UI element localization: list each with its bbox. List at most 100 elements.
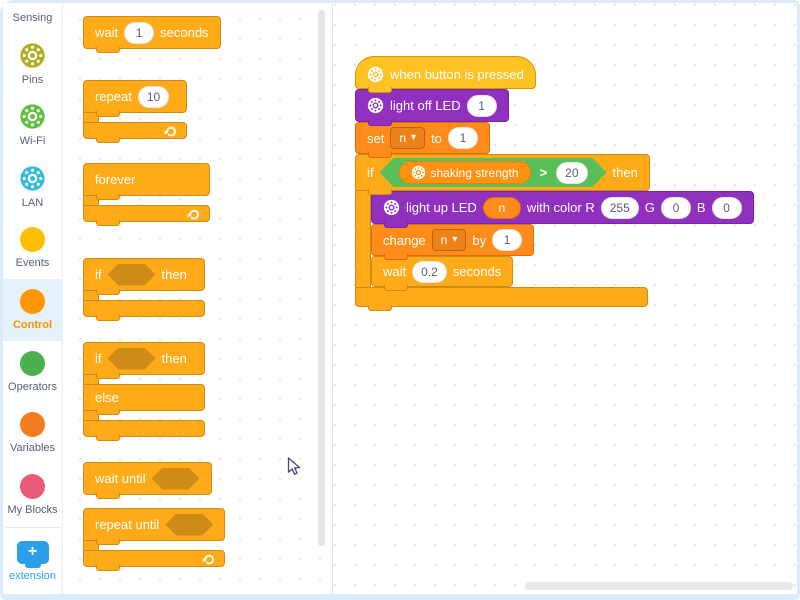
block-text: wait until bbox=[95, 471, 146, 486]
loop-arrow-icon bbox=[202, 552, 215, 565]
category-label: Pins bbox=[21, 73, 44, 86]
block-text: when button is pressed bbox=[390, 67, 524, 82]
block-text: else bbox=[95, 390, 119, 405]
block-text: repeat until bbox=[95, 517, 160, 532]
canvas-horizontal-scrollbar[interactable] bbox=[525, 582, 793, 590]
number-input[interactable]: 1 bbox=[492, 229, 523, 251]
set-variable-block[interactable]: set n to 1 bbox=[355, 122, 490, 158]
palette-block-forever[interactable]: forever bbox=[83, 163, 210, 226]
if-block-header[interactable]: if shaking strength > 20 then bbox=[355, 154, 650, 195]
extension-label: extension bbox=[8, 569, 57, 582]
number-input[interactable]: 255 bbox=[600, 196, 639, 219]
block-text: with color R bbox=[526, 200, 595, 215]
loop-arrow-icon bbox=[164, 124, 177, 137]
sidebar-item-variables[interactable]: Variables bbox=[3, 402, 63, 464]
boolean-input-slot[interactable] bbox=[152, 468, 200, 490]
change-variable-block[interactable]: change n by 1 bbox=[371, 224, 535, 260]
c-block-spine bbox=[83, 196, 99, 205]
block-palette: wait 1 seconds repeat 10 forever bbox=[64, 3, 332, 594]
shaking-strength-reporter[interactable]: shaking strength bbox=[399, 161, 531, 184]
wifi-gear-icon bbox=[19, 103, 46, 130]
loop-arrow-icon bbox=[187, 207, 200, 220]
sidebar-divider bbox=[4, 527, 61, 529]
number-input[interactable]: 1 bbox=[447, 127, 478, 149]
sidebar-item-lan[interactable]: LAN bbox=[3, 156, 63, 218]
palette-scrollbar[interactable] bbox=[318, 10, 325, 546]
palette-block-wait-until[interactable]: wait until bbox=[83, 462, 212, 499]
boolean-input-slot[interactable] bbox=[165, 514, 213, 536]
repeat-block-footer[interactable] bbox=[83, 122, 187, 143]
block-text: by bbox=[472, 232, 487, 248]
c-block-spine bbox=[83, 541, 99, 550]
category-label: Variables bbox=[9, 442, 56, 455]
number-input[interactable]: 0.2 bbox=[412, 260, 447, 283]
repeat-until-block-footer[interactable] bbox=[83, 550, 226, 571]
sidebar-item-control[interactable]: Control bbox=[2, 279, 63, 341]
block-text: set bbox=[367, 130, 385, 146]
block-text: change bbox=[383, 232, 426, 248]
category-sidebar: Sensing Pins Wi-Fi LAN Events Control Op… bbox=[2, 3, 63, 594]
variables-category-icon bbox=[20, 412, 45, 438]
palette-block-if-else[interactable]: if then else bbox=[83, 342, 205, 441]
block-text: B bbox=[696, 200, 706, 215]
if-block-header[interactable]: if then bbox=[83, 258, 205, 295]
operator-symbol: > bbox=[539, 165, 548, 180]
boolean-input-slot[interactable] bbox=[108, 264, 156, 286]
wait-seconds-block[interactable]: wait 0.2 seconds bbox=[371, 256, 514, 291]
variable-reporter[interactable]: n bbox=[482, 196, 521, 219]
category-label: Sensing bbox=[12, 12, 53, 24]
number-input[interactable]: 1 bbox=[466, 94, 497, 117]
palette-block-if-then[interactable]: if then bbox=[83, 258, 205, 321]
number-input[interactable]: 10 bbox=[137, 85, 170, 108]
block-text: wait bbox=[95, 25, 119, 40]
light-off-led-block[interactable]: light off LED 1 bbox=[355, 89, 509, 126]
block-text: light up LED bbox=[406, 200, 477, 215]
pins-gear-icon bbox=[19, 42, 46, 69]
sidebar-item-operators[interactable]: Operators bbox=[3, 341, 63, 403]
block-text: light off LED bbox=[390, 98, 461, 113]
repeat-block-header[interactable]: repeat 10 bbox=[83, 80, 187, 117]
sidebar-item-wifi[interactable]: Wi-Fi bbox=[3, 94, 63, 156]
sidebar-item-my-blocks[interactable]: My Blocks bbox=[3, 464, 63, 526]
c-block-spine bbox=[83, 291, 99, 300]
number-input[interactable]: 0 bbox=[660, 196, 691, 219]
extension-button[interactable]: extension bbox=[3, 528, 63, 594]
boolean-input-slot[interactable] bbox=[108, 348, 156, 370]
sidebar-item-sensing[interactable]: Sensing bbox=[3, 3, 63, 33]
if-else-block-footer[interactable] bbox=[83, 420, 205, 441]
script-canvas[interactable]: when button is pressed light off LED 1 s… bbox=[332, 3, 797, 594]
variable-dropdown[interactable]: n bbox=[431, 229, 467, 251]
block-text: then bbox=[612, 165, 638, 180]
lan-gear-icon bbox=[19, 165, 46, 192]
variable-name: n bbox=[440, 233, 448, 247]
if-block-footer[interactable] bbox=[355, 287, 648, 311]
script-stack: when button is pressed light off LED 1 s… bbox=[355, 56, 754, 311]
if-block-footer[interactable] bbox=[83, 300, 205, 321]
repeat-until-block-header[interactable]: repeat until bbox=[83, 508, 226, 545]
events-category-icon bbox=[20, 227, 45, 253]
palette-block-repeat[interactable]: repeat 10 bbox=[83, 80, 187, 143]
greater-than-condition[interactable]: shaking strength > 20 bbox=[380, 158, 607, 187]
number-input[interactable]: 1 bbox=[124, 21, 155, 44]
palette-block-wait-seconds[interactable]: wait 1 seconds bbox=[83, 16, 221, 53]
block-text: wait bbox=[383, 264, 407, 279]
number-input[interactable]: 0 bbox=[711, 196, 742, 219]
variable-name: n bbox=[399, 131, 407, 145]
variable-dropdown[interactable]: n bbox=[390, 127, 426, 149]
if-else-block-header[interactable]: if then bbox=[83, 342, 205, 379]
category-label: My Blocks bbox=[7, 503, 58, 516]
if-then-block[interactable]: if shaking strength > 20 then bbox=[355, 154, 754, 311]
sidebar-item-pins[interactable]: Pins bbox=[3, 33, 63, 95]
add-extension-icon[interactable] bbox=[16, 540, 49, 568]
number-input[interactable]: 20 bbox=[556, 162, 587, 184]
block-text: then bbox=[161, 267, 187, 282]
palette-block-repeat-until[interactable]: repeat until bbox=[83, 508, 226, 571]
when-button-pressed-hat-block[interactable]: when button is pressed bbox=[355, 56, 536, 93]
light-up-led-block[interactable]: light up LED n with color R 255 G 0 B 0 bbox=[371, 191, 754, 228]
forever-block-header[interactable]: forever bbox=[83, 163, 210, 200]
block-text: to bbox=[431, 130, 442, 146]
else-bar[interactable]: else bbox=[83, 384, 205, 415]
sidebar-item-events[interactable]: Events bbox=[3, 218, 63, 280]
block-text: if bbox=[95, 267, 102, 282]
forever-block-footer[interactable] bbox=[83, 205, 210, 226]
